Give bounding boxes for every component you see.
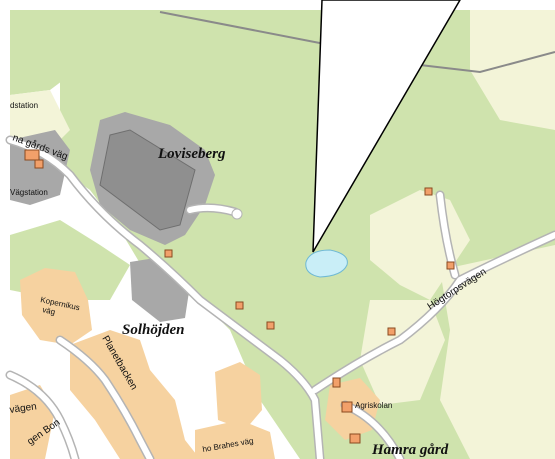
road-vagen — [7, 372, 78, 459]
label-vagstation: Vägstation — [10, 188, 48, 197]
building — [235, 301, 244, 310]
building — [446, 261, 455, 270]
building — [424, 187, 433, 196]
open-field-east — [470, 10, 555, 130]
building — [349, 433, 361, 444]
residential-area-south — [215, 362, 262, 430]
road-turnaround — [231, 208, 243, 220]
road-hamra-gards-vag — [7, 137, 323, 459]
road-hogtorpsvagen — [312, 232, 555, 393]
warehouse-building — [99, 129, 196, 231]
label-vagen: vägen — [9, 401, 38, 416]
building — [332, 377, 341, 388]
building — [266, 321, 275, 330]
label-dstation: dstation — [10, 101, 38, 110]
building — [341, 401, 353, 413]
road-planetbacken — [57, 337, 153, 459]
residential-area-kopernikus — [20, 268, 92, 345]
building — [164, 249, 173, 258]
residential-area-planetbacken — [70, 330, 200, 459]
label-agriskolan: Agriskolan — [355, 401, 392, 410]
forest-area-left — [10, 10, 120, 95]
building — [24, 149, 40, 161]
building — [34, 159, 44, 169]
pond — [305, 249, 348, 278]
map-callout-pointer — [312, 0, 461, 253]
label-hamra-gard: Hamra gård — [371, 442, 449, 458]
residential-area-brahe — [195, 420, 275, 459]
label-loviseberg: Loviseberg — [157, 146, 226, 162]
label-solhojden: Solhöjden — [122, 322, 185, 338]
open-field-southeast — [440, 245, 555, 459]
label-kopernikus-2: väg — [42, 305, 56, 316]
buildings — [24, 149, 455, 444]
road-loviseberg-spur — [187, 204, 238, 215]
roads — [7, 137, 555, 459]
building — [387, 327, 396, 336]
